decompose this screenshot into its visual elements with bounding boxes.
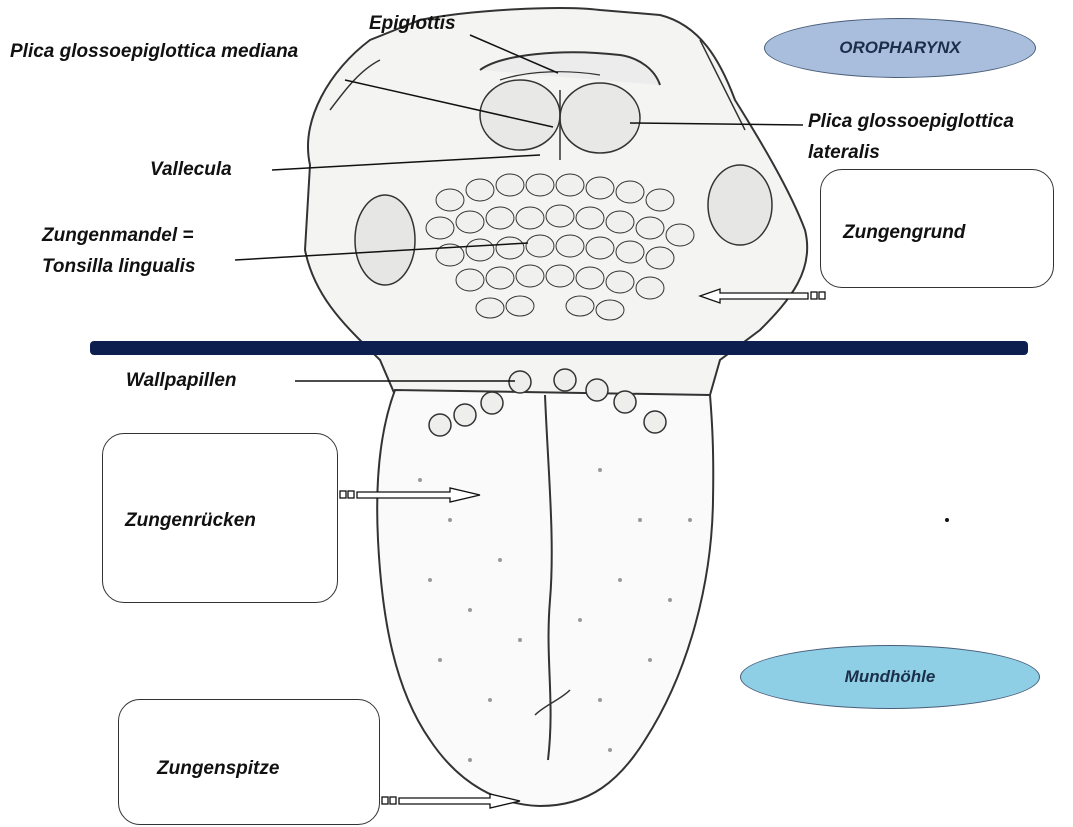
label-plica-mediana: Plica glossoepiglottica mediana	[10, 40, 298, 64]
region-oropharynx: OROPHARYNX	[764, 18, 1036, 78]
region-mundhoehle: Mundhöhle	[740, 645, 1040, 709]
label-epiglottis: Epiglottis	[369, 12, 456, 36]
box-zungenruecken: Zungenrücken	[102, 433, 338, 603]
tongue-illustration	[305, 8, 807, 806]
stray-dot	[945, 518, 949, 522]
box-zungenspitze-label: Zungenspitze	[157, 758, 279, 780]
label-wallpapillen: Wallpapillen	[126, 369, 237, 393]
label-vallecula: Vallecula	[150, 158, 232, 182]
box-zungenspitze: Zungenspitze	[118, 699, 380, 825]
box-zungengrund-label: Zungengrund	[843, 222, 965, 244]
label-tonsilla-line1: Zungenmandel =	[42, 224, 194, 248]
label-tonsilla-line2: Tonsilla lingualis	[42, 255, 195, 279]
box-zungengrund: Zungengrund	[820, 169, 1054, 288]
region-oropharynx-label: OROPHARYNX	[839, 38, 961, 58]
label-plica-lateralis-line2: lateralis	[808, 141, 880, 165]
box-zungenruecken-label: Zungenrücken	[125, 510, 256, 532]
label-plica-lateralis-line1: Plica glossoepiglottica	[808, 110, 1014, 134]
region-mundhoehle-label: Mundhöhle	[845, 667, 936, 687]
arrow-zungenspitze-icon	[382, 794, 520, 808]
region-divider	[90, 341, 1028, 355]
